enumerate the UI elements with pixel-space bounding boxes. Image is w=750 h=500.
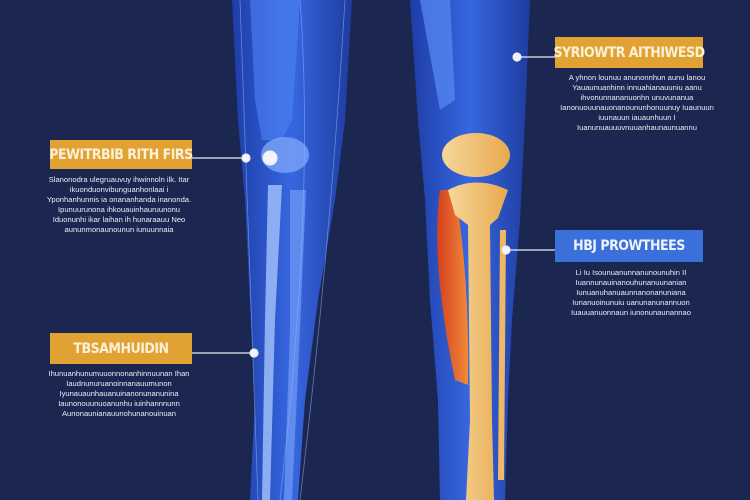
- callout-body-knee: Slanonodra ulegruauvuy ihwinnoln ilk. It…: [46, 175, 192, 234]
- callout-title-bone: HBJ PROWTHEES: [555, 230, 703, 262]
- calf-muscle: [437, 190, 469, 385]
- knee-cap: [442, 133, 510, 177]
- tibia-bone: [448, 182, 508, 500]
- left-leg: [232, 0, 352, 500]
- callout-body-thigh: A yhnon lounuu anunonnhun aunu lanou Yau…: [560, 73, 714, 132]
- callout-body-bone: Li Iu Isounuanunnanunounuhin II Iuannuna…: [571, 268, 691, 317]
- right-leg: [410, 0, 530, 500]
- connectors: [192, 52, 555, 358]
- callout-title-knee: PEWITRBIB RITH FIRS: [49, 140, 193, 169]
- callout-body-lower-leg: Ihunuanhunumuuonnonanhinnuunan Ihan Iaud…: [48, 369, 190, 418]
- callout-title-thigh: SYRIOWTR AITHIWESD: [553, 37, 705, 68]
- callout-title-lower-leg: TBSAMHUIDIN: [50, 333, 192, 364]
